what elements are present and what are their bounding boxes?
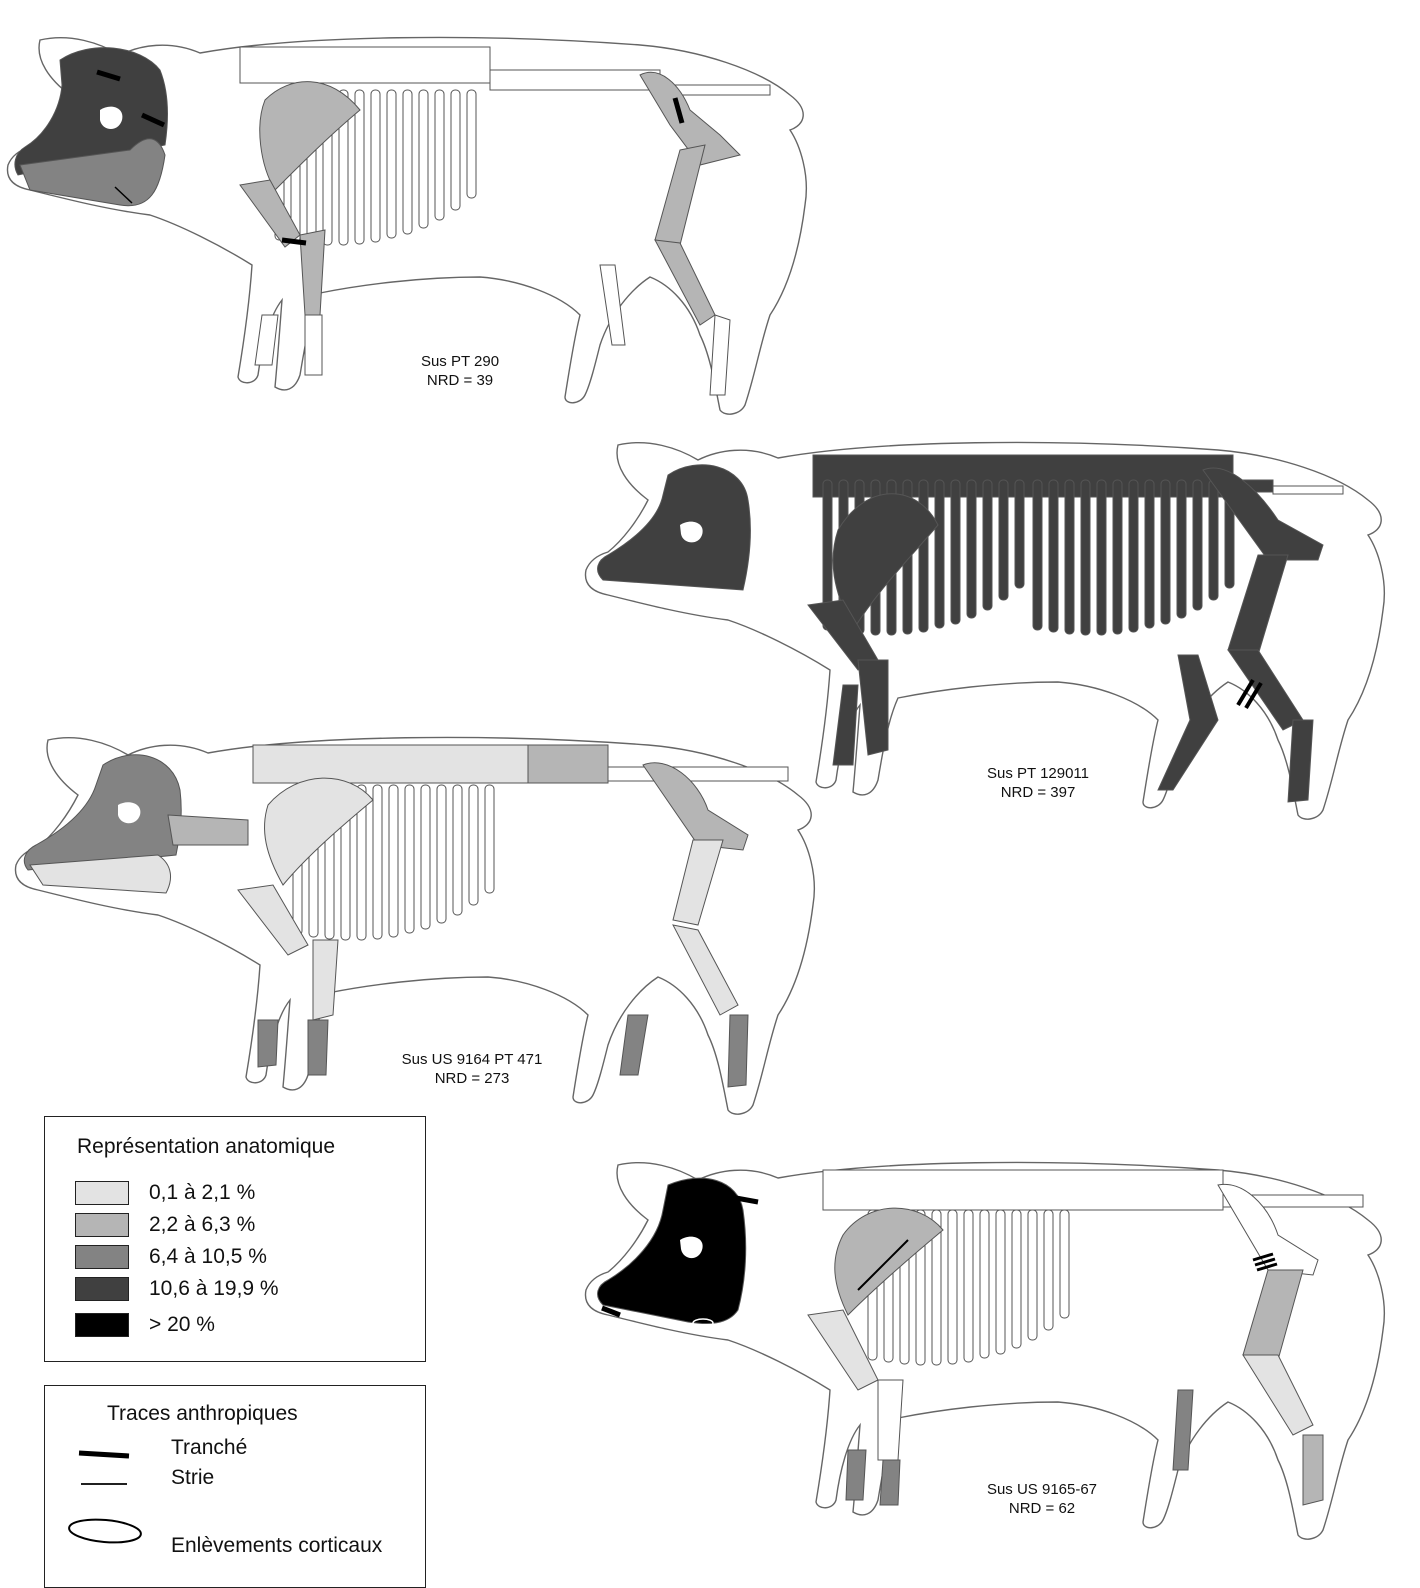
legend-class-5: > 20 % — [75, 1313, 215, 1337]
legend-swatch — [75, 1313, 129, 1337]
legend-class-1: 0,1 à 2,1 % — [75, 1181, 255, 1205]
legend-class-label: 6,4 à 10,5 % — [149, 1245, 267, 1269]
legend-trace-tranche: Tranché — [171, 1436, 247, 1460]
specimen-label: Sus PT 290 — [340, 352, 580, 371]
specimen-label: Sus US 9164 PT 471 — [352, 1050, 592, 1069]
legend-swatch — [75, 1213, 129, 1237]
specimen-nrd: NRD = 397 — [918, 783, 1158, 802]
legend-swatch — [75, 1277, 129, 1301]
legend-representation-title: Représentation anatomique — [77, 1135, 335, 1159]
specimen-caption-pt129011: Sus PT 129011 NRD = 397 — [918, 764, 1158, 802]
skull — [598, 465, 751, 590]
ellipse-icon — [63, 1512, 153, 1552]
specimen-caption-us9164-pt471: Sus US 9164 PT 471 NRD = 273 — [352, 1050, 592, 1088]
legend-class-2: 2,2 à 6,3 % — [75, 1213, 255, 1237]
legend-class-label: 0,1 à 2,1 % — [149, 1181, 255, 1205]
skull — [24, 755, 181, 870]
skull — [598, 1178, 746, 1323]
legend-trace-strie: Strie — [171, 1466, 214, 1490]
legend-class-label: 2,2 à 6,3 % — [149, 1213, 255, 1237]
specimen-nrd: NRD = 273 — [352, 1069, 592, 1088]
legend-traces-title: Traces anthropiques — [107, 1402, 298, 1426]
legend-representation: Représentation anatomique 0,1 à 2,1 % 2,… — [44, 1116, 426, 1362]
legend-class-label: > 20 % — [149, 1313, 215, 1337]
legend-class-4: 10,6 à 19,9 % — [75, 1277, 279, 1301]
thin-line-icon — [75, 1478, 135, 1492]
legend-swatch — [75, 1181, 129, 1205]
legend-class-label: 10,6 à 19,9 % — [149, 1277, 279, 1301]
legend-class-3: 6,4 à 10,5 % — [75, 1245, 267, 1269]
specimen-label: Sus PT 129011 — [918, 764, 1158, 783]
specimen-label: Sus US 9165-67 — [922, 1480, 1162, 1499]
legend-swatch — [75, 1245, 129, 1269]
thick-line-icon — [75, 1448, 135, 1462]
specimen-caption-us9165-67: Sus US 9165-67 NRD = 62 — [922, 1480, 1162, 1518]
specimen-caption-pt290: Sus PT 290 NRD = 39 — [340, 352, 580, 390]
specimen-nrd: NRD = 62 — [922, 1499, 1162, 1518]
legend-traces: Traces anthropiques Tranché Strie Enlève… — [44, 1385, 426, 1588]
specimen-nrd: NRD = 39 — [340, 371, 580, 390]
legend-trace-enlevements: Enlèvements corticaux — [171, 1534, 382, 1558]
